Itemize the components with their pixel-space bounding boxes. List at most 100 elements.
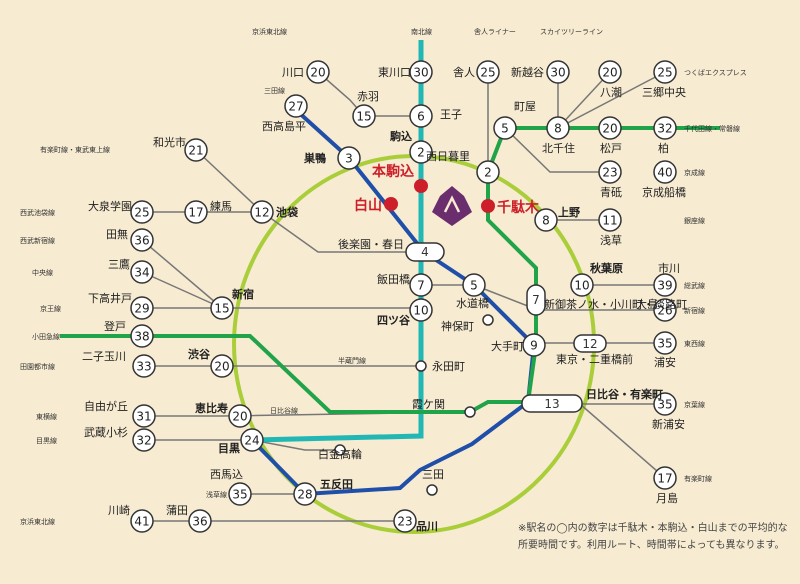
station-time-shibuya: 20 bbox=[214, 360, 229, 374]
line-label-ginza: 銀座線 bbox=[684, 216, 705, 225]
station-name-shirokanetakanawa: 白金高輪 bbox=[318, 447, 362, 461]
station-name-iidabashi: 飯田橋 bbox=[377, 272, 410, 286]
station-circle-shinkoshigaya bbox=[546, 60, 570, 84]
station-name-nishinippori: 西日暮里 bbox=[426, 149, 470, 163]
station-name-shinkoshigaya: 新越谷 bbox=[511, 65, 544, 79]
line-label-meguro: 目黒線 bbox=[36, 436, 57, 445]
station-circle-akabane bbox=[352, 104, 376, 128]
station-time-akabane: 15 bbox=[356, 110, 371, 124]
station-name-matsudo: 松戸 bbox=[600, 141, 622, 155]
station-name-suidobashi: 水道橋 bbox=[456, 296, 489, 310]
station-time-shinkoshigaya: 30 bbox=[550, 66, 565, 80]
transfer-tokyo-time: 12 bbox=[582, 337, 597, 351]
station-name-ichikawa: 市川 bbox=[658, 261, 680, 275]
station-time-machiya: 5 bbox=[501, 122, 509, 136]
station-time-nishimagome: 35 bbox=[232, 488, 247, 502]
station-circle-noborito bbox=[130, 324, 154, 348]
station-circle-oizumigakuen bbox=[130, 200, 154, 224]
station-circle-mita bbox=[426, 484, 438, 496]
station-time-nishinippori: 2 bbox=[484, 166, 492, 180]
station-name-shibuya: 渋谷 bbox=[188, 347, 211, 361]
station-name-jiyugaoka: 自由が丘 bbox=[84, 399, 128, 413]
station-time-suidobashi: 5 bbox=[470, 279, 478, 293]
station-circle-ikebukuro bbox=[250, 200, 274, 224]
station-circle-nishinippori bbox=[476, 160, 500, 184]
station-circle-wakoshi bbox=[184, 138, 208, 162]
station-name-asakusa: 浅草 bbox=[600, 234, 622, 247]
station-circle-aoto bbox=[598, 160, 622, 184]
station-time-akihabara: 10 bbox=[574, 279, 589, 293]
transfer-shinochanomizu-time: 7 bbox=[532, 293, 540, 307]
station-name-wakoshi: 和光市 bbox=[153, 135, 186, 149]
station-circle-urayasu bbox=[653, 331, 677, 355]
station-time-gotanda: 28 bbox=[297, 488, 312, 502]
station-time-ikebukuro: 12 bbox=[254, 206, 269, 220]
station-name-ueno: 上野 bbox=[558, 205, 580, 219]
station-name-yashio: 八潮 bbox=[600, 85, 622, 99]
station-name-musashikosugi: 武蔵小杉 bbox=[84, 425, 128, 439]
station-name-kawaguchi: 川口 bbox=[282, 66, 304, 79]
station-name-tanashi: 田無 bbox=[106, 227, 128, 241]
campus-label-honkomagome: 本駒込 bbox=[372, 163, 414, 180]
line-label-shinjuku_line: 新宿線 bbox=[684, 306, 705, 315]
line-label-denentoshi: 田園都市線 bbox=[20, 362, 55, 371]
station-name-ikebukuro: 池袋 bbox=[276, 205, 299, 219]
station-name-otemachi: 大手町 bbox=[491, 339, 524, 353]
line-labels: 京浜東北線南北線舎人ライナースカイツリーラインつくばエクスプレス三田線千代田線・… bbox=[20, 27, 747, 526]
station-time-keiseifunabashi: 40 bbox=[657, 166, 672, 180]
station-circle-oji bbox=[409, 104, 433, 128]
station-circle-nishitakashimadaira bbox=[284, 94, 308, 118]
station-time-tsukishima: 17 bbox=[657, 472, 672, 486]
transfer-shinochanomizu bbox=[526, 284, 546, 316]
station-time-mitaka: 34 bbox=[134, 266, 149, 280]
station-time-shinurayasu: 35 bbox=[657, 398, 672, 412]
station-circle-kamata bbox=[188, 509, 212, 533]
footnote-line-1: ※駅名の◯内の数字は千駄木・本駒込・白山までの平均的な bbox=[518, 521, 788, 534]
line-label-keihintohoku_top: 京浜東北線 bbox=[252, 27, 287, 36]
station-circle-oshima bbox=[653, 298, 677, 322]
station-circle-meguro bbox=[240, 428, 264, 452]
line-label-yurakucho_fukutoshin: 有楽町線・東武東上線 bbox=[40, 145, 110, 154]
station-time-shimokitazawa: 29 bbox=[134, 302, 149, 316]
station-circle-machiya bbox=[493, 116, 517, 140]
station-circle-futakotamagawa bbox=[132, 354, 156, 378]
station-name-futakotamagawa: 二子玉川 bbox=[82, 350, 126, 363]
line-label-sobu: 総武線 bbox=[684, 281, 705, 290]
station-circle-shibuya bbox=[210, 354, 234, 378]
station-name-kasumigaseki: 霞ケ関 bbox=[412, 398, 445, 411]
line-label-tsukuba: つくばエクスプレス bbox=[684, 68, 747, 77]
station-circle-ebisu bbox=[228, 404, 252, 428]
station-time-urayasu: 35 bbox=[657, 337, 672, 351]
station-name-hibiya: 日比谷・有楽町 bbox=[586, 387, 663, 401]
station-circle-jiyugaoka bbox=[132, 404, 156, 428]
station-circle-kasumigaseki bbox=[464, 406, 476, 418]
station-time-wakoshi: 21 bbox=[188, 144, 203, 158]
station-circle-akihabara bbox=[570, 273, 594, 297]
transfer-korakuen bbox=[405, 242, 445, 262]
station-name-toneri: 舎人 bbox=[453, 66, 475, 79]
campus-marker-honkomagome bbox=[414, 179, 428, 193]
station-time-noborito: 38 bbox=[134, 330, 149, 344]
station-name-keiseifunabashi: 京成船橋 bbox=[642, 185, 686, 199]
station-name-mita: 三田 bbox=[422, 468, 444, 481]
station-name-urayasu: 浦安 bbox=[654, 355, 676, 369]
station-name-gotanda: 五反田 bbox=[320, 477, 353, 491]
station-circle-higashikawaguchi bbox=[409, 60, 433, 84]
transfer-hibiya-time: 13 bbox=[544, 397, 559, 411]
campus-marker-hakusan bbox=[384, 197, 398, 211]
station-time-musashikosugi: 32 bbox=[136, 434, 151, 448]
station-name-shinagawa: 品川 bbox=[416, 520, 438, 533]
station-name-nishitakashimadaira: 西高島平 bbox=[262, 119, 306, 133]
line-label-asakusa: 浅草線 bbox=[206, 490, 227, 499]
station-name-shinochanomizu: 新御茶ノ水・小川町・淡路町 bbox=[544, 297, 687, 311]
line-label-nippori_toneri: 舎人ライナー bbox=[474, 28, 516, 36]
station-circle-ueno bbox=[534, 208, 558, 232]
station-time-oizumigakuen: 25 bbox=[134, 206, 149, 220]
station-time-iidabashi: 7 bbox=[417, 279, 425, 293]
station-name-mitaka: 三鷹 bbox=[108, 257, 130, 271]
station-circle-shinagawa bbox=[393, 509, 417, 533]
station-circle-yashio bbox=[598, 60, 622, 84]
line-label-hibiya: 日比谷線 bbox=[270, 406, 298, 415]
station-time-kawaguchi: 20 bbox=[310, 66, 325, 80]
station-circle-kawaguchi bbox=[306, 60, 330, 84]
